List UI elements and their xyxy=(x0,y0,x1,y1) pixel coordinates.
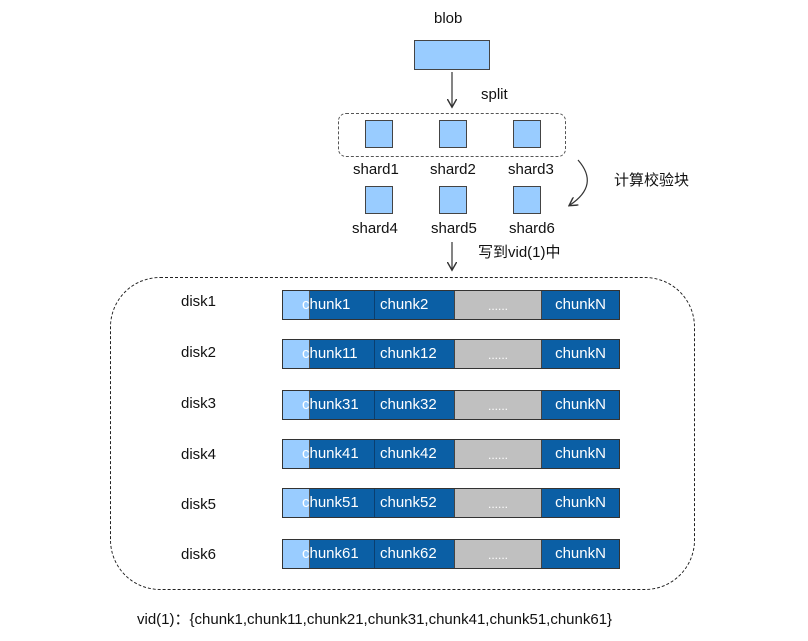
chunk-cell: chunk52 xyxy=(375,489,455,517)
chunk-n-cell: chunkN xyxy=(542,489,619,517)
disk-label: disk3 xyxy=(181,395,217,412)
chunk-cell: chunk51 xyxy=(302,489,375,517)
ellipsis-cell: ...... xyxy=(455,291,542,319)
used-segment xyxy=(283,540,310,568)
chunk-cell: chunk11 xyxy=(302,340,375,368)
shard-label-5: shard5 xyxy=(431,220,477,237)
disk-row-6: chunk61 chunk62 ...... chunkN xyxy=(282,539,620,569)
ellipsis-cell: ...... xyxy=(455,489,542,517)
shard-label-3: shard3 xyxy=(508,161,554,178)
data-shard-group xyxy=(338,113,566,157)
chunk-cell: chunk61 xyxy=(302,540,375,568)
chunk-cell: chunk12 xyxy=(375,340,455,368)
blob-block xyxy=(414,40,490,70)
shard-label-1: shard1 xyxy=(353,161,399,178)
shard-label-6: shard6 xyxy=(509,220,555,237)
used-segment xyxy=(283,340,310,368)
chunk-cell: chunk2 xyxy=(375,291,455,319)
parity-arrow xyxy=(570,159,588,205)
split-label: split xyxy=(481,86,508,103)
disk-label: disk1 xyxy=(181,293,217,310)
shard-label-4: shard4 xyxy=(352,220,398,237)
chunk-cell: chunk41 xyxy=(302,440,375,468)
disk-label: disk6 xyxy=(181,546,217,563)
disk-row-4: chunk41 chunk42 ...... chunkN xyxy=(282,439,620,469)
chunk-cell: chunk62 xyxy=(375,540,455,568)
compute-parity-label: 计算校验块 xyxy=(614,172,690,189)
chunk-n-cell: chunkN xyxy=(542,391,619,419)
ellipsis-cell: ...... xyxy=(455,540,542,568)
disk-label: disk4 xyxy=(181,446,217,463)
blob-label: blob xyxy=(434,10,463,27)
used-segment xyxy=(283,440,310,468)
shard-label-2: shard2 xyxy=(430,161,476,178)
disk-row-1: chunk1 chunk2 ...... chunkN xyxy=(282,290,620,320)
volume-chunk-list: vid(1)：{chunk1,chunk11,chunk21,chunk31,c… xyxy=(137,611,613,628)
disk-row-3: chunk31 chunk32 ...... chunkN xyxy=(282,390,620,420)
used-segment xyxy=(283,489,310,517)
disk-row-5: chunk51 chunk52 ...... chunkN xyxy=(282,488,620,518)
shard-block-4 xyxy=(365,186,393,214)
chunk-cell: chunk42 xyxy=(375,440,455,468)
disk-label: disk2 xyxy=(181,344,217,361)
chunk-cell: chunk32 xyxy=(375,391,455,419)
chunk-cell: chunk31 xyxy=(302,391,375,419)
write-to-volume-label: 写到vid(1)中 xyxy=(478,244,561,261)
disk-row-2: chunk11 chunk12 ...... chunkN xyxy=(282,339,620,369)
chunk-n-cell: chunkN xyxy=(542,340,619,368)
shard-block-3 xyxy=(513,120,541,148)
shard-block-5 xyxy=(439,186,467,214)
disk-label: disk5 xyxy=(181,496,217,513)
chunk-cell: chunk1 xyxy=(302,291,375,319)
used-segment xyxy=(283,391,310,419)
chunk-n-cell: chunkN xyxy=(542,440,619,468)
chunk-n-cell: chunkN xyxy=(542,291,619,319)
used-segment xyxy=(283,291,310,319)
disk-group xyxy=(110,277,695,590)
shard-block-2 xyxy=(439,120,467,148)
ellipsis-cell: ...... xyxy=(455,340,542,368)
ellipsis-cell: ...... xyxy=(455,391,542,419)
chunk-n-cell: chunkN xyxy=(542,540,619,568)
shard-block-6 xyxy=(513,186,541,214)
ellipsis-cell: ...... xyxy=(455,440,542,468)
shard-block-1 xyxy=(365,120,393,148)
